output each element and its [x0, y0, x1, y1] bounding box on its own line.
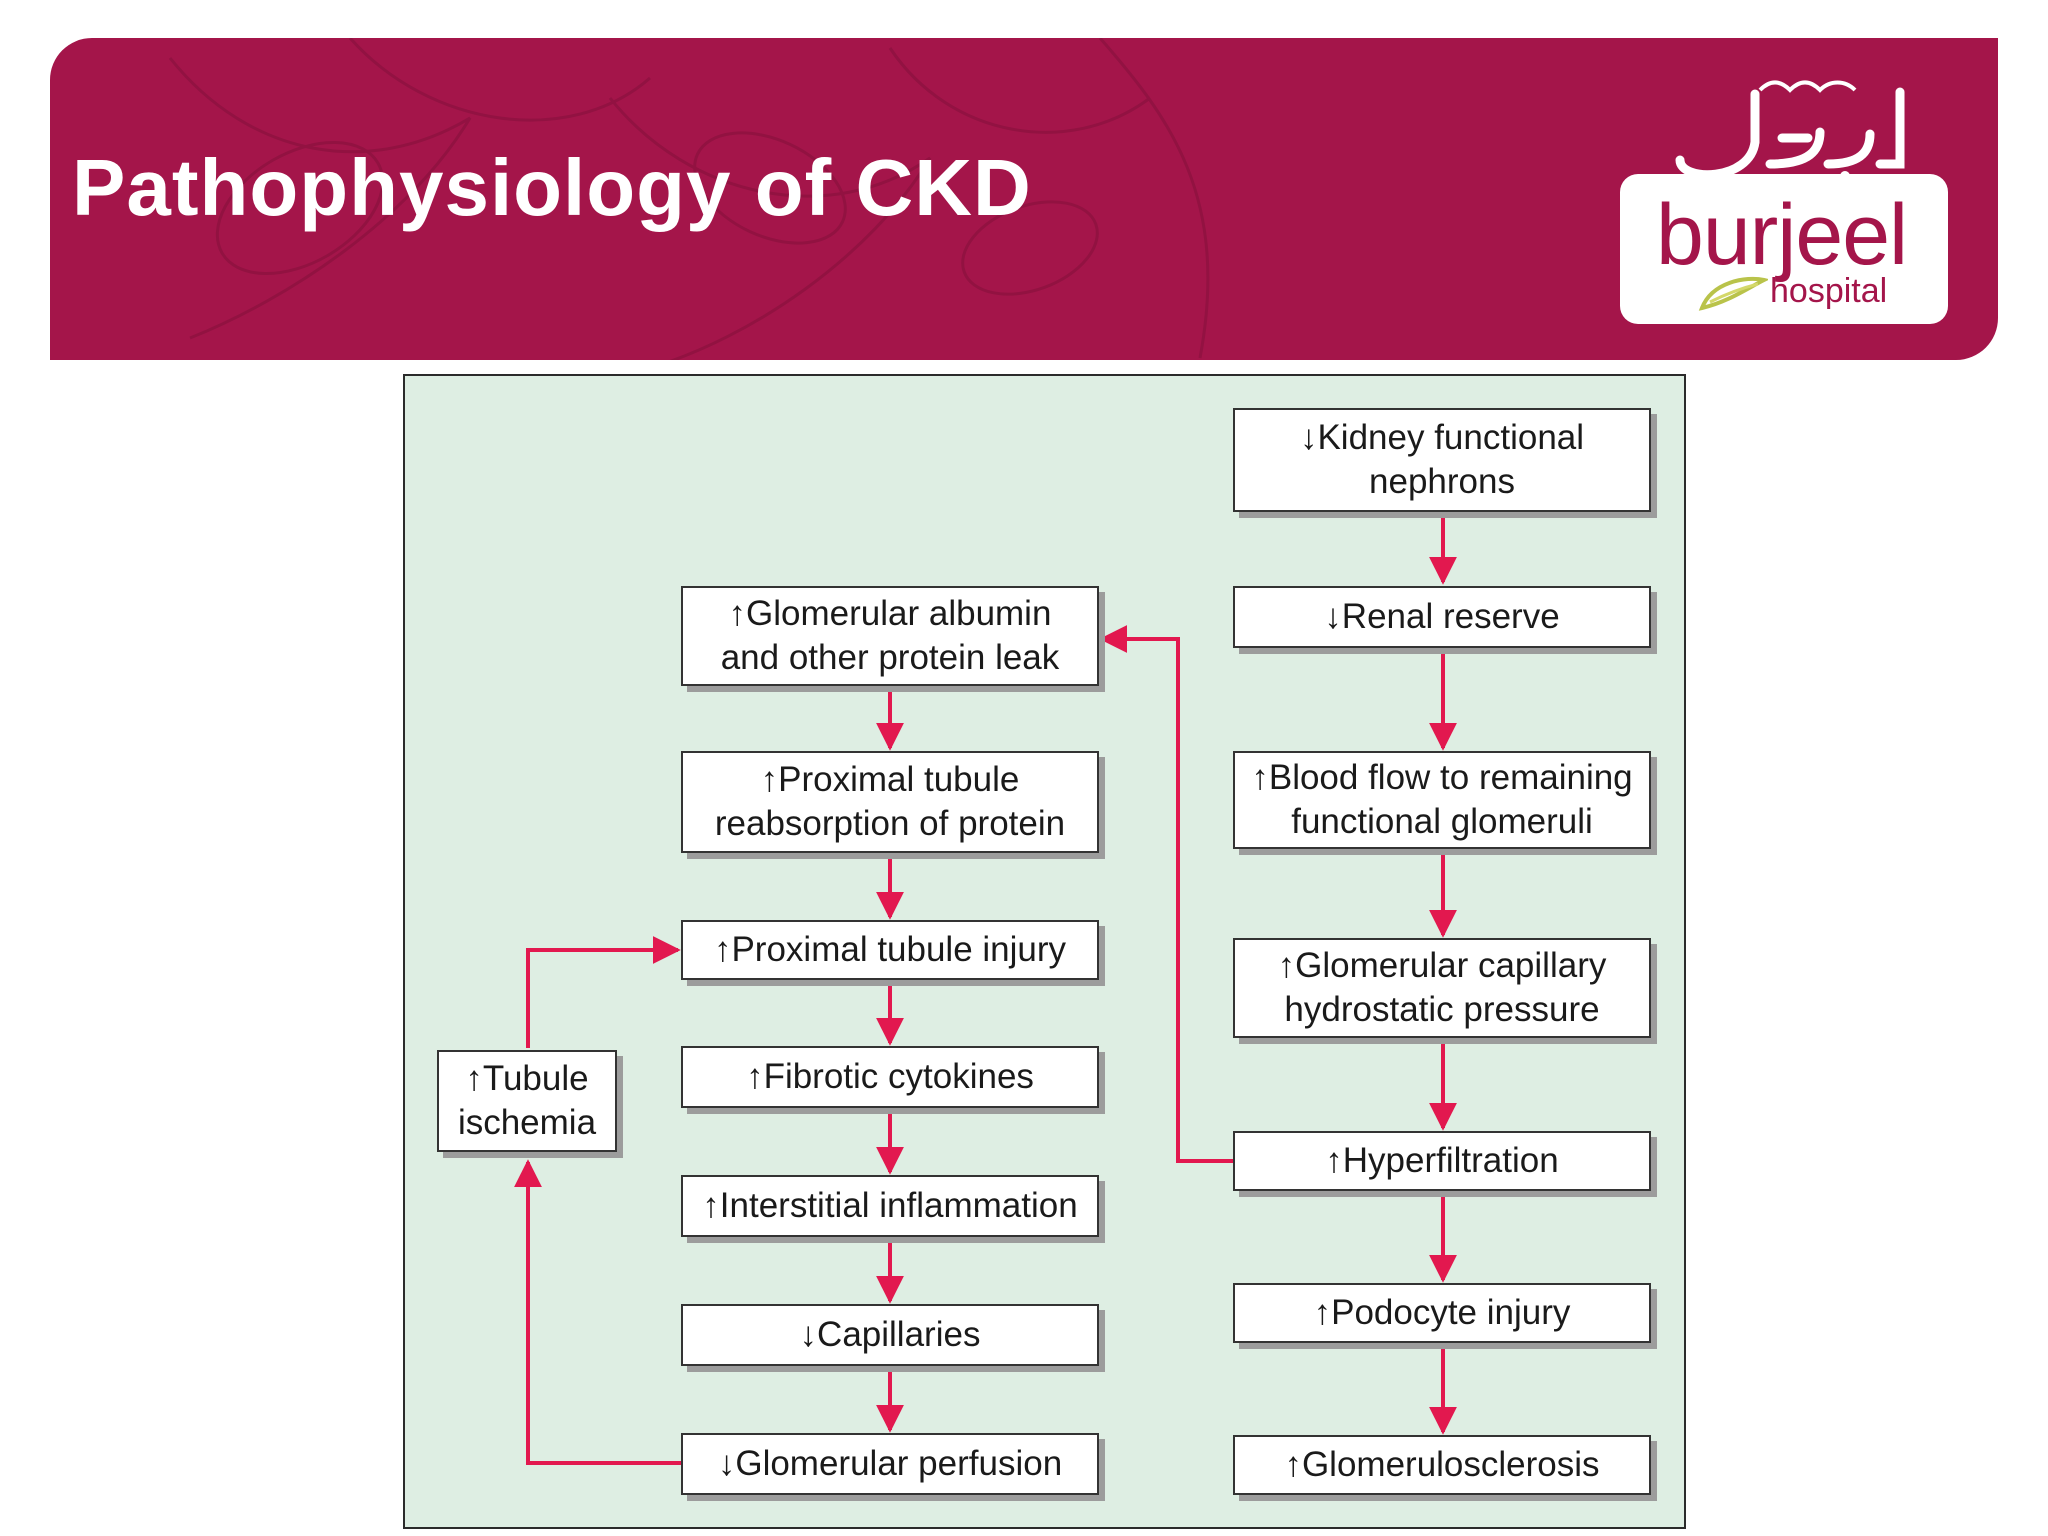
node-podocyte-injury: ↑Podocyte injury — [1233, 1283, 1651, 1343]
leaf-icon — [1698, 276, 1768, 311]
logo-name: burjeel — [1656, 187, 1908, 283]
node-proximal-reabsorption: ↑Proximal tubule reabsorption of protein — [681, 751, 1099, 853]
burjeel-logo: burjeel hospital — [1620, 62, 1955, 324]
logo-card: burjeel hospital — [1620, 174, 1948, 324]
node-proximal-injury: ↑Proximal tubule injury — [681, 920, 1099, 980]
node-hyperfiltration: ↑Hyperfiltration — [1233, 1131, 1651, 1191]
node-tubule-ischemia: ↑Tubule ischemia — [437, 1050, 617, 1152]
node-blood-flow: ↑Blood flow to remaining functional glom… — [1233, 751, 1651, 849]
node-glomerular-pressure: ↑Glomerular capillary hydrostatic pressu… — [1233, 938, 1651, 1038]
node-fibrotic-cytokines: ↑Fibrotic cytokines — [681, 1046, 1099, 1108]
slide-title: Pathophysiology of CKD — [72, 143, 1032, 232]
node-capillaries: ↓Capillaries — [681, 1304, 1099, 1366]
node-kidney-nephrons: ↓Kidney functional nephrons — [1233, 408, 1651, 512]
node-glomerular-perfusion: ↓Glomerular perfusion — [681, 1433, 1099, 1495]
logo-subtitle: hospital — [1770, 272, 1888, 310]
node-interstitial-inflammation: ↑Interstitial inflammation — [681, 1175, 1099, 1237]
node-renal-reserve: ↓Renal reserve — [1233, 586, 1651, 648]
arabic-logo-text — [1675, 80, 1905, 181]
node-albumin-leak: ↑Glomerular albumin and other protein le… — [681, 586, 1099, 686]
node-glomerulosclerosis: ↑Glomerulosclerosis — [1233, 1435, 1651, 1495]
